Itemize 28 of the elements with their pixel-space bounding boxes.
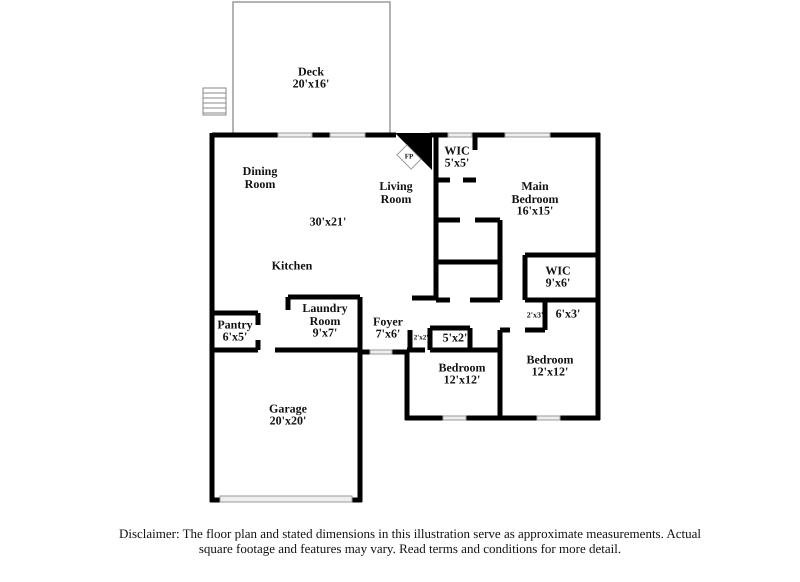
room-name: WIC — [545, 264, 571, 278]
room-name: Garage — [269, 402, 307, 416]
room-name: Foyer — [373, 316, 403, 328]
room-name: WIC — [444, 144, 470, 158]
room-label: 9'x6' — [546, 276, 570, 290]
room-name: Bedroom — [526, 354, 574, 366]
room-label: 7'x6' — [376, 328, 400, 340]
room-label: 20'x20' — [270, 414, 306, 428]
room-label: 2'x3' — [526, 310, 544, 322]
room-name: Laundry Room — [301, 302, 349, 328]
room-label: Living Room — [378, 180, 414, 206]
room-name: Pantry — [217, 318, 253, 332]
room-name: Deck — [298, 66, 324, 78]
room-label: Dining Room — [242, 165, 278, 191]
room-label: 12'x12' — [444, 374, 480, 386]
room-label: 5'x5' — [444, 156, 470, 170]
room-label: 30'x21' — [310, 216, 346, 228]
room-name: Bedroom — [438, 362, 486, 374]
room-label: 20'x16' — [292, 78, 330, 90]
room-label: 16'x15' — [516, 204, 554, 218]
room-name: Main Bedroom — [510, 180, 560, 206]
disclaimer-caption: Disclaimer: The floor plan and stated dimensions in this illustration serve as approximate measurements. Actual square footage and features may vary. Read terms and conditions for more detail. — [118, 526, 702, 556]
room-label: 9'x7' — [312, 326, 338, 340]
room-label: Kitchen — [272, 260, 312, 272]
room-label: 6'x3' — [556, 308, 580, 320]
room-label: 6'x5' — [222, 330, 248, 344]
room-label: 12'x12' — [532, 366, 568, 378]
room-label: 5'x2' — [442, 332, 468, 344]
